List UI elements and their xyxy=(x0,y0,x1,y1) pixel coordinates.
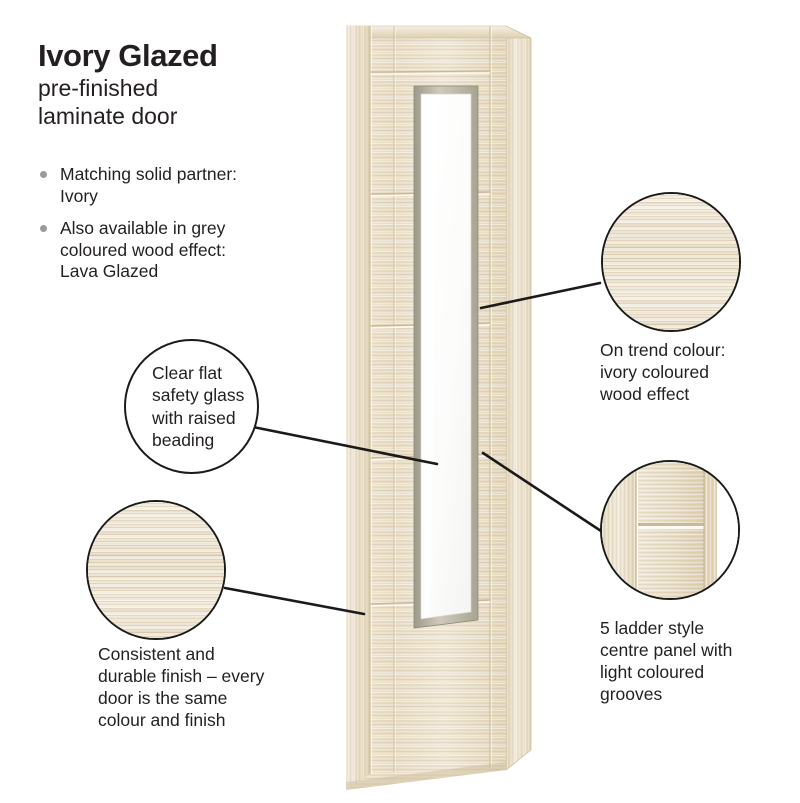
door-groove-detail-icon xyxy=(602,462,738,598)
page-subtitle-line2: laminate door xyxy=(38,102,178,129)
page-subtitle-line1: pre-finished xyxy=(38,74,159,101)
callout-glass-text: Clear flat safety glass with raised bead… xyxy=(152,363,245,450)
callout-finish-caption: Consistent and durable finish – every do… xyxy=(98,644,265,731)
wood-swatch-icon xyxy=(603,194,739,330)
header-block: Ivory Glazed pre-finished laminate door xyxy=(38,38,338,129)
glazed-panel xyxy=(413,85,479,629)
bullet-line: coloured wood effect: xyxy=(60,239,227,260)
bullet-dot-icon xyxy=(40,225,47,233)
bullet-line: Lava Glazed xyxy=(60,261,159,282)
list-item: Matching solid partner: Ivory xyxy=(38,164,328,207)
callout-circle-finish xyxy=(86,500,226,640)
bullet-dot-icon xyxy=(40,171,47,178)
callout-colour-caption: On trend colour: ivory coloured wood eff… xyxy=(600,340,726,405)
callout-circle-colour xyxy=(601,192,741,332)
bullet-line: Ivory xyxy=(60,185,98,206)
bullet-line: Also available in grey xyxy=(60,218,226,239)
feature-bullet-list: Matching solid partner: Ivory Also avail… xyxy=(38,164,328,294)
list-item: Also available in grey coloured wood eff… xyxy=(38,218,328,283)
wood-swatch-icon xyxy=(88,502,224,638)
door-top-edge xyxy=(346,26,531,38)
callout-circle-panel xyxy=(600,460,740,600)
callout-circle-glass: Clear flat safety glass with raised bead… xyxy=(124,339,259,474)
product-image-door xyxy=(318,8,568,798)
callout-panel-caption: 5 ladder style centre panel with light c… xyxy=(600,618,733,705)
page-title: Ivory Glazed xyxy=(38,38,218,73)
bullet-line: Matching solid partner: xyxy=(60,164,238,184)
